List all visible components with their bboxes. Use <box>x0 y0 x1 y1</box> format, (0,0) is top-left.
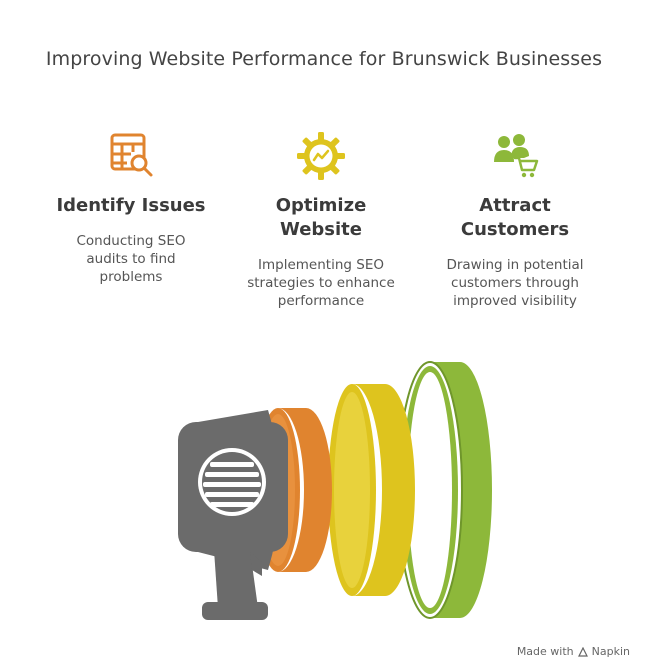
step-heading: Optimize Website <box>226 194 416 242</box>
page-title: Improving Website Performance for Brunsw… <box>45 48 603 70</box>
step-heading-line-2: Website <box>279 219 362 240</box>
megaphone-illustration <box>178 361 492 620</box>
step-heading-line-2: Customers <box>460 219 570 240</box>
step-heading: Identify Issues <box>56 195 206 216</box>
step-heading: Attract Customers <box>420 194 610 242</box>
step-optimize-website: Optimize Website Implementing SEO strate… <box>226 128 416 310</box>
megaphone-body <box>178 410 288 620</box>
step-attract-customers: Attract Customers Drawing in potential c… <box>420 128 610 310</box>
step-description: Conducting SEO audits to find problems <box>76 233 186 285</box>
yellow-sound-ring <box>328 384 415 596</box>
step-description: Drawing in potential customers through i… <box>446 257 584 309</box>
step-heading-line-1: Attract <box>479 195 551 216</box>
footer-credit: Made with Napkin <box>517 645 630 658</box>
step-description: Implementing SEO strategies to enhance p… <box>247 257 395 309</box>
gear-trend-icon <box>297 132 345 180</box>
audit-table-magnifier-icon <box>110 133 153 177</box>
napkin-logo-icon <box>577 646 588 657</box>
brand-name: Napkin <box>591 645 630 658</box>
people-cart-icon <box>494 134 539 178</box>
made-with-label: Made with <box>516 645 574 658</box>
step-identify-issues: Identify Issues Conducting SEO audits to… <box>36 128 226 286</box>
green-sound-ring <box>397 361 492 619</box>
step-heading-line-1: Optimize <box>275 195 367 216</box>
